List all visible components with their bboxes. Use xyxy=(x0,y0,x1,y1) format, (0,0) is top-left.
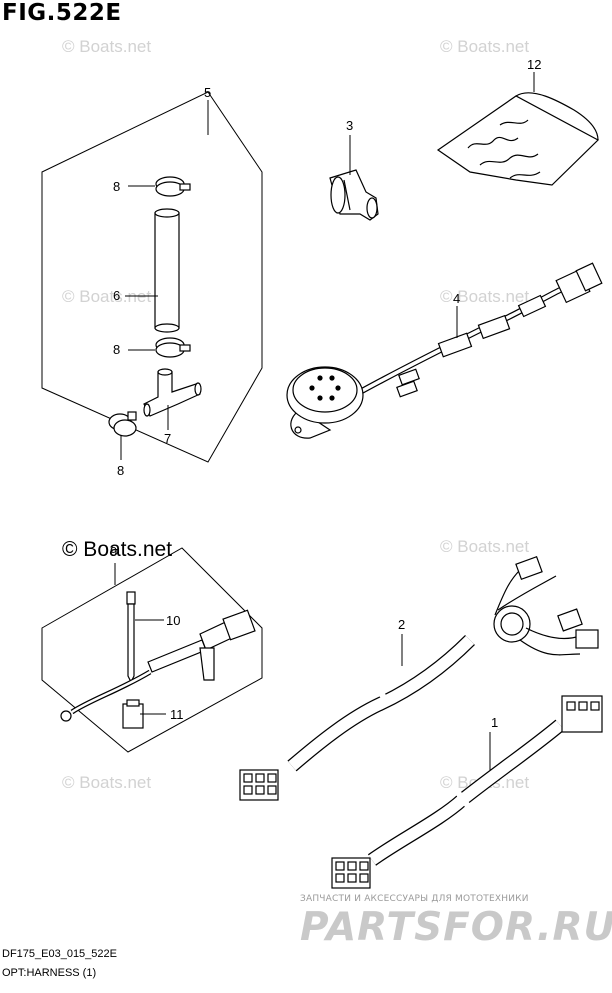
partsfor-tagline-watermark: ЗАПЧАСТИ И АКСЕССУАРЫ ДЛЯ МОТОТЕХНИКИ xyxy=(300,894,529,904)
buzzer-harness xyxy=(286,262,603,439)
callout-labels: 1 2 3 4 5 6 7 8 8 8 9 10 11 12 xyxy=(110,57,541,730)
callout-8-bottom: 8 xyxy=(117,463,124,478)
figure-code: DF175_E03_015_522E xyxy=(2,948,117,960)
boats-watermark: © Boats.net xyxy=(62,773,151,792)
hose-clamp-middle xyxy=(155,337,191,358)
figure-caption: OPT:HARNESS (1) xyxy=(2,967,97,979)
grommet xyxy=(329,169,379,221)
boats-watermark-bold: © Boats.net xyxy=(62,538,172,561)
callout-8-middle: 8 xyxy=(113,342,120,357)
kit-outline-5 xyxy=(41,91,263,463)
hose-clamp-top xyxy=(155,176,191,197)
fuel-hose xyxy=(154,208,180,333)
boats-watermark: © Boats.net xyxy=(440,537,529,556)
callout-5: 5 xyxy=(204,85,211,100)
figure-title: FIG.522E xyxy=(2,0,122,26)
parts-bag xyxy=(436,92,600,186)
callout-9: 9 xyxy=(110,544,117,559)
callout-11: 11 xyxy=(170,707,184,722)
callout-12: 12 xyxy=(527,57,541,72)
callout-2: 2 xyxy=(398,617,405,632)
partsfor-logo-watermark: PARTSFOR.RU xyxy=(300,905,612,950)
callout-6: 6 xyxy=(113,288,120,303)
callout-1: 1 xyxy=(491,715,498,730)
callout-10: 10 xyxy=(166,613,180,628)
kit-outline-9 xyxy=(41,547,263,753)
callout-3: 3 xyxy=(346,118,353,133)
tee-joint xyxy=(143,368,202,417)
kit-9-wire xyxy=(60,609,256,722)
cable-tie xyxy=(126,591,136,684)
callout-7: 7 xyxy=(164,431,171,446)
boats-watermark: © Boats.net xyxy=(440,287,529,306)
callout-4: 4 xyxy=(453,291,460,306)
callout-8-top: 8 xyxy=(113,179,120,194)
boats-watermark: © Boats.net xyxy=(440,37,529,56)
boats-watermark: © Boats.net xyxy=(62,287,151,306)
boats-watermark: © Boats.net xyxy=(62,37,151,56)
harness-1 xyxy=(331,695,603,889)
small-connector xyxy=(122,699,144,729)
harness-2 xyxy=(239,555,599,801)
hose-clamp-bottom xyxy=(108,411,137,437)
